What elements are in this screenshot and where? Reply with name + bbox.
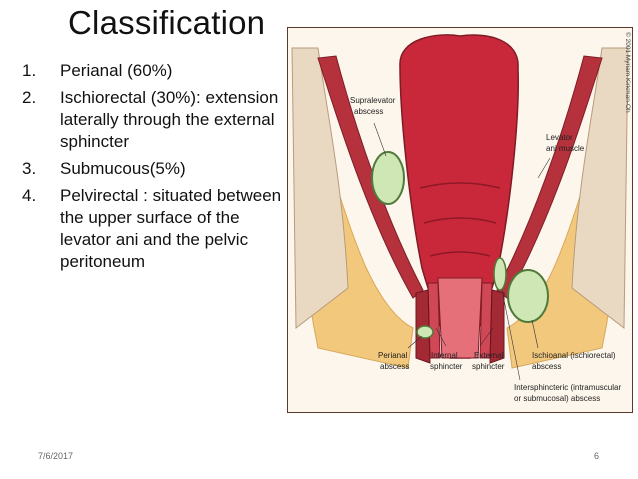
label-intersphincteric-line2: or submucosal) abscess bbox=[514, 394, 600, 403]
leader-lines bbox=[373, 122, 551, 381]
label-perianal-line1: Perianal bbox=[378, 351, 408, 360]
label-ischioanal-line2: abscess bbox=[532, 362, 561, 371]
label-internal-line1: Internal bbox=[431, 351, 458, 360]
rectal-folds bbox=[419, 182, 501, 257]
label-external-line2: sphincter bbox=[472, 362, 505, 371]
label-internal-line2: sphincter bbox=[430, 362, 463, 371]
external-sphincter bbox=[415, 289, 505, 364]
list-item-number: 4. bbox=[22, 186, 37, 205]
perianal-abscess bbox=[416, 325, 434, 339]
list-item-number: 3. bbox=[22, 159, 37, 178]
list-item-text: Perianal (60%) bbox=[60, 61, 173, 80]
list-item-text: Ischiorectal (30%): extension laterally … bbox=[60, 88, 279, 151]
label-ischioanal-line1: Ischioanal (ischiorectal) bbox=[532, 351, 616, 360]
footer-date: 7/6/2017 bbox=[38, 451, 74, 461]
classification-list: 1. Perianal (60%) 2. Ischiorectal (30%): e… bbox=[18, 60, 288, 278]
anatomy-svg: Supralevator abscess Levator ani muscle … bbox=[291, 32, 632, 403]
slide-title: Classification bbox=[68, 4, 266, 41]
label-external-line1: External bbox=[474, 351, 504, 360]
intersphincteric-abscess bbox=[493, 257, 507, 291]
copyright-text: © 2001 Myriam Kirkman-Oh bbox=[624, 32, 632, 113]
list-item: 3. Submucous(5%) bbox=[18, 158, 288, 180]
ischioanal-abscess bbox=[507, 269, 549, 323]
label-levator-line2: ani muscle bbox=[546, 144, 585, 153]
list-item: 2. Ischiorectal (30%): extension laterall… bbox=[18, 87, 288, 153]
label-intersphincteric-line1: Intersphincteric (intramuscular bbox=[514, 383, 621, 392]
label-supralevator-line2: abscess bbox=[354, 107, 383, 116]
footer-page-number: 6 bbox=[594, 451, 600, 461]
label-levator-line1: Levator bbox=[546, 133, 573, 142]
label-perianal-line2: abscess bbox=[380, 362, 409, 371]
anatomy-illustration: Supralevator abscess Levator ani muscle … bbox=[287, 27, 633, 413]
list-item-number: 2. bbox=[22, 88, 37, 107]
list-item-number: 1. bbox=[22, 61, 37, 80]
list-item: 4. Pelvirectal : situated between the upp… bbox=[18, 185, 288, 273]
label-supralevator-line1: Supralevator bbox=[350, 96, 396, 105]
supralevator-abscess bbox=[371, 151, 405, 205]
list-item-text: Submucous(5%) bbox=[60, 159, 186, 178]
list-item-text: Pelvirectal : situated between the upper… bbox=[60, 186, 282, 271]
list-item: 1. Perianal (60%) bbox=[18, 60, 288, 82]
anal-canal bbox=[437, 277, 483, 359]
